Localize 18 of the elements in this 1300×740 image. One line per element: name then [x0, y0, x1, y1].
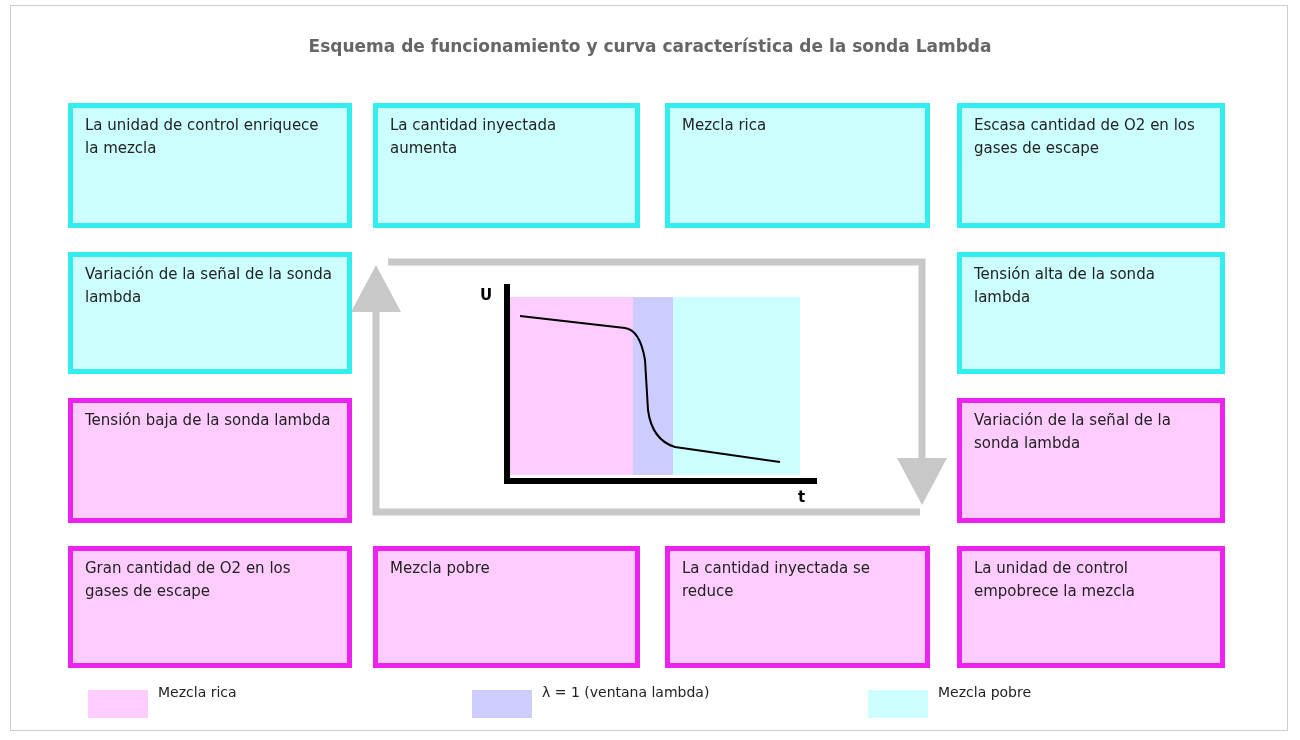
box-text: La unidad de control enriquece la mezcla: [85, 115, 320, 159]
axis-label: t: [798, 488, 806, 506]
box-text: Tensión alta de la sonda lambda: [974, 264, 1156, 308]
axis-label: U: [480, 286, 493, 304]
box-text: Variación de la señal de la sonda lambda: [85, 264, 333, 308]
legend-label: Mezcla rica: [158, 684, 237, 700]
box-text: La cantidad inyectada aumenta: [390, 115, 558, 159]
box-text: La cantidad inyectada se reduce: [682, 558, 871, 602]
box-text: Variación de la señal de la sonda lambda: [974, 410, 1172, 454]
box-text: Mezcla rica: [682, 115, 768, 136]
diagram-title: Esquema de funcionamiento y curva característica de la sonda Lambda: [307, 36, 993, 56]
legend-label: λ = 1 (ventana lambda): [542, 684, 710, 700]
box-text: Mezcla pobre: [390, 558, 491, 579]
box-text: Gran cantidad de O2 en los gases de escape: [85, 558, 292, 602]
legend-label: Mezcla pobre: [938, 684, 1032, 700]
box-text: Escasa cantidad de O2 en los gases de escape: [974, 115, 1196, 159]
box-text: Tensión baja de la sonda lambda: [85, 410, 332, 431]
box-text: La unidad de control empobrece la mezcla: [974, 558, 1136, 602]
